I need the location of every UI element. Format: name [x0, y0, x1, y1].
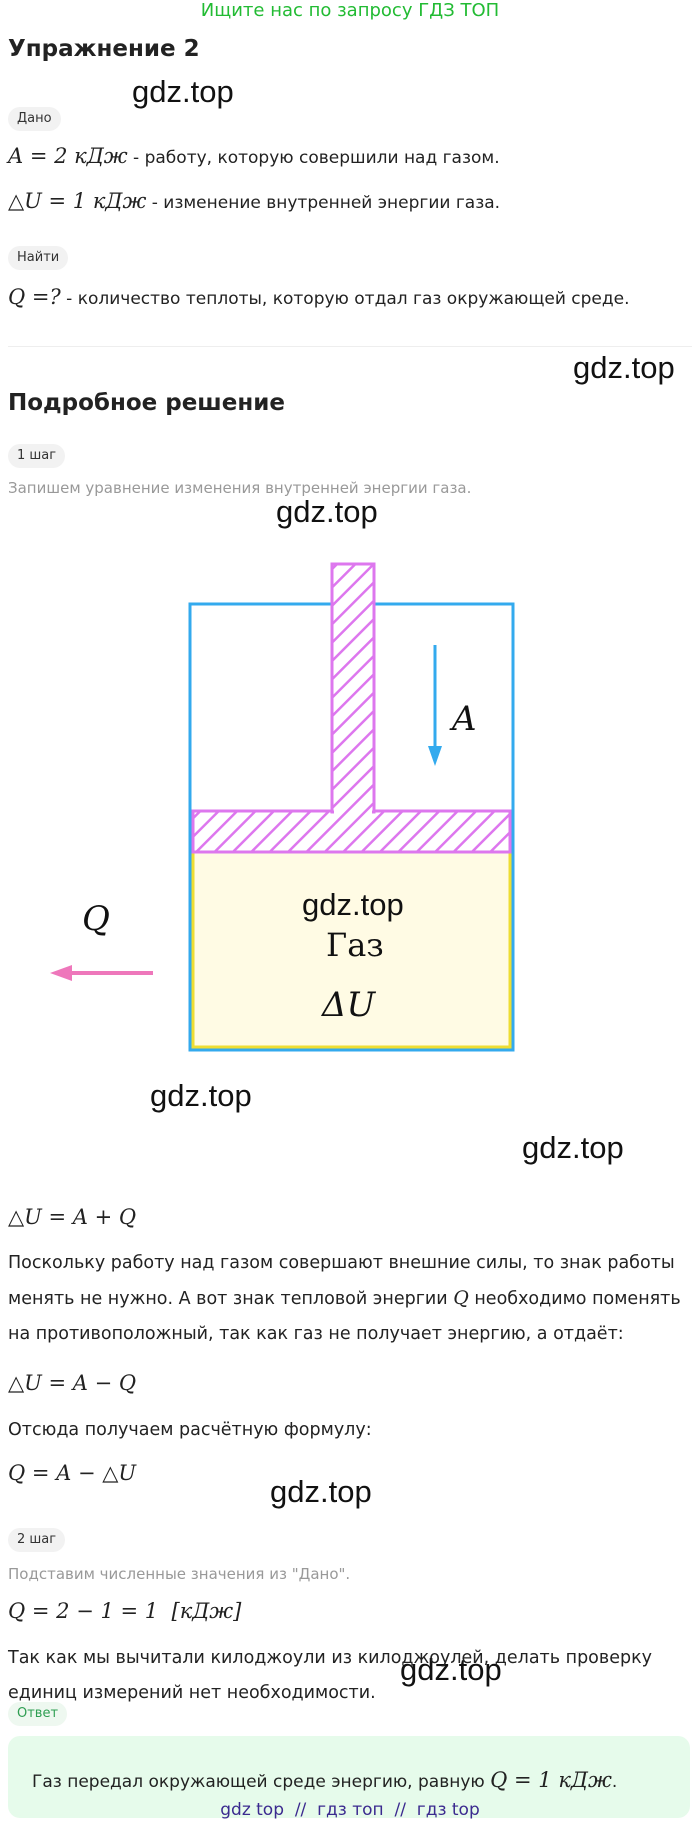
gas-label: Газ: [326, 926, 384, 964]
step2-intro: Подставим численные значения из "Дано".: [8, 1565, 351, 1583]
piston-diagram: A Q gdz.top Газ ΔU: [50, 562, 515, 1052]
answer-box: [8, 1736, 690, 1818]
step2-explanation: Так как мы вычитали килоджоули из килодж…: [8, 1648, 652, 1703]
watermark: gdz.top: [302, 887, 404, 922]
piston-plate: [191, 809, 512, 854]
energy-label: ΔU: [320, 985, 377, 1025]
watermark: gdz.top: [522, 1130, 624, 1165]
find-badge: Найти: [8, 246, 69, 270]
banner-text: Ищите нас по запросу ГДЗ ТОП: [200, 0, 500, 21]
watermark: gdz.top: [150, 1078, 252, 1113]
equation-calc-formula: Q = A − △U: [8, 1461, 137, 1485]
find-line: Q =? - количество теплоты, которую отдал…: [8, 285, 630, 309]
formula: Q = 1 кДж: [490, 1768, 612, 1792]
watermark: gdz.top: [132, 74, 234, 109]
search-banner: Ищите нас по запросу ГДЗ ТОП: [0, 0, 700, 22]
footer-separator: //: [394, 1800, 406, 1820]
equation-sign-changed: △U = A − Q: [8, 1371, 137, 1395]
footer-links: gdz top // гдз топ // гдз top: [0, 1800, 700, 1820]
given-line-work: A = 2 кДж - работу, которую совершили на…: [8, 144, 500, 168]
exercise-title: Упражнение 2: [8, 36, 200, 62]
footer-link[interactable]: gdz top: [220, 1800, 285, 1820]
footer-link[interactable]: гдз топ: [317, 1800, 384, 1820]
watermark: gdz.top: [573, 350, 675, 385]
watermark: gdz.top: [270, 1474, 372, 1509]
heat-label: Q: [82, 899, 110, 939]
equation-substitution: Q = 2 − 1 = 1 [кДж]: [8, 1599, 242, 1623]
footer-link[interactable]: гдз top: [416, 1800, 480, 1820]
work-label: A: [449, 699, 477, 739]
formula: Q =?: [8, 285, 61, 309]
heat-arrowhead: [50, 965, 72, 981]
section-divider: [8, 346, 692, 347]
step-badge: 1 шаг: [8, 444, 66, 468]
solution-title: Подробное решение: [8, 390, 285, 416]
piston-rod: [330, 562, 376, 814]
work-arrowhead: [428, 746, 442, 766]
step1-explanation: Поскольку работу над газом совершают вне…: [8, 1253, 681, 1344]
formula: △U = 1 кДж: [8, 189, 147, 213]
answer-badge: Ответ: [8, 1702, 68, 1726]
answer-text: Газ передал окружающей среде энергию, ра…: [32, 1768, 618, 1792]
step1-intro: Запишем уравнение изменения внутренней э…: [8, 479, 472, 497]
given-line-energy: △U = 1 кДж - изменение внутренней энерги…: [8, 189, 501, 213]
step-badge: 2 шаг: [8, 1528, 66, 1552]
watermark: gdz.top: [276, 494, 378, 529]
step1-formula-intro: Отсюда получаем расчётную формулу:: [8, 1420, 372, 1440]
equation-energy-balance: △U = A + Q: [8, 1205, 137, 1229]
formula: A = 2 кДж: [8, 144, 128, 168]
watermark: gdz.top: [400, 1652, 502, 1687]
footer-separator: //: [294, 1800, 307, 1820]
given-badge: Дано: [8, 107, 61, 131]
